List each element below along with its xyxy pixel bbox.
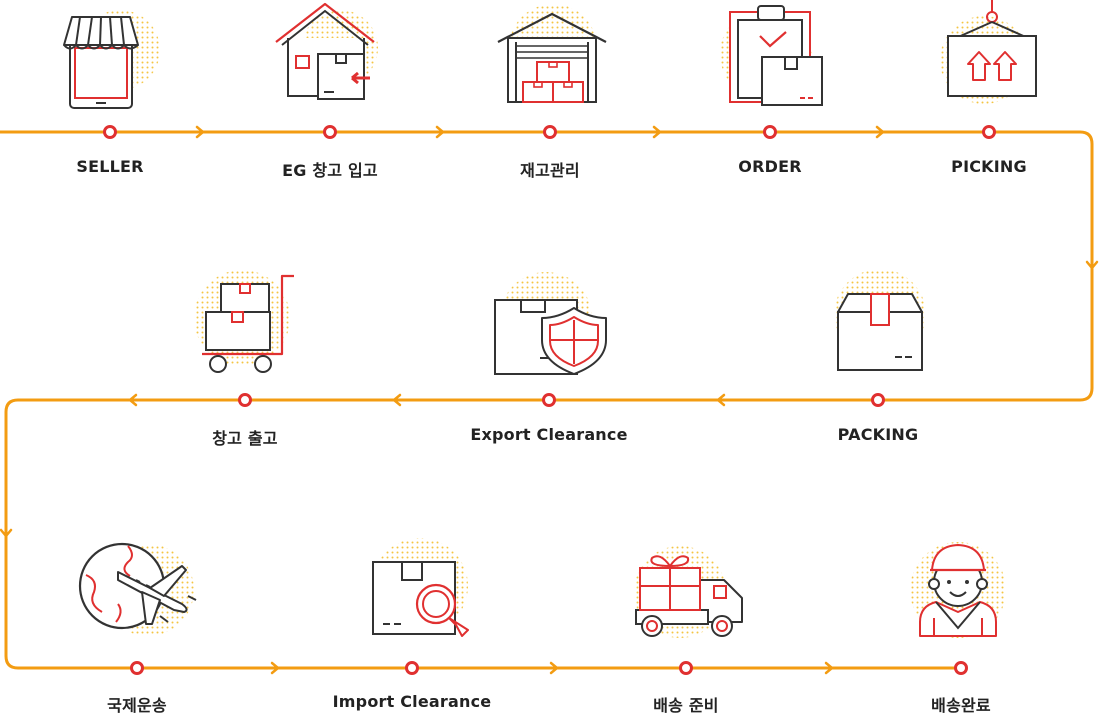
arrow-left <box>716 393 726 407</box>
step-label-import-clearance: Import Clearance <box>332 692 492 711</box>
airplane-globe-icon <box>78 542 197 636</box>
import-magnifier-box-icon <box>372 538 469 637</box>
storefront-tablet-icon <box>63 10 160 109</box>
step-label-seller: SELLER <box>76 157 144 176</box>
flow-node-marker <box>679 661 693 675</box>
arrow-right <box>195 125 205 139</box>
step-label-order: ORDER <box>738 157 802 176</box>
arrow-left <box>128 393 138 407</box>
export-shield-box-icon <box>494 272 607 375</box>
picking-hoist-box-icon <box>940 0 1037 104</box>
step-label-eg-warehouse-receiving: EG 창고 입고 <box>282 161 378 180</box>
flow-node-marker <box>543 125 557 139</box>
flow-node-marker <box>405 661 419 675</box>
gift-truck-icon <box>634 546 743 638</box>
arrow-right <box>824 661 834 675</box>
flow-node-marker <box>871 393 885 407</box>
flow-arrows <box>0 125 1099 675</box>
step-label-inventory: 재고관리 <box>520 161 580 180</box>
order-clipboard-icon <box>720 5 823 106</box>
inventory-warehouse-icon <box>497 4 607 103</box>
arrow-right <box>435 125 445 139</box>
arrow-right <box>270 661 280 675</box>
packing-box-icon <box>834 269 926 371</box>
flow-node-marker <box>238 393 252 407</box>
flow-node-marker <box>954 661 968 675</box>
step-label-picking: PICKING <box>951 157 1027 176</box>
flow-node-marker <box>542 393 556 407</box>
step-label-delivery-complete: 배송완료 <box>931 696 991 715</box>
step-label-export-clearance: Export Clearance <box>470 425 628 444</box>
warehouse-receiving-icon <box>275 2 378 100</box>
step-label-warehouse-release: 창고 출고 <box>212 429 278 448</box>
arrow-down <box>0 528 13 538</box>
step-label-international-shipping: 국제운송 <box>107 696 167 715</box>
hand-truck-icon <box>194 270 294 373</box>
flow-node-marker <box>323 125 337 139</box>
arrow-down <box>1085 260 1099 270</box>
arrow-right <box>549 661 559 675</box>
arrow-right <box>875 125 885 139</box>
flow-node-marker <box>130 661 144 675</box>
delivery-person-icon <box>910 542 1006 638</box>
arrow-left <box>392 393 402 407</box>
flow-nodes <box>103 125 996 675</box>
step-label-delivery-preparation: 배송 준비 <box>653 696 719 715</box>
flow-node-marker <box>763 125 777 139</box>
step-label-packing: PACKING <box>837 425 919 444</box>
arrow-right <box>652 125 662 139</box>
flow-node-marker <box>982 125 996 139</box>
flow-node-marker <box>103 125 117 139</box>
